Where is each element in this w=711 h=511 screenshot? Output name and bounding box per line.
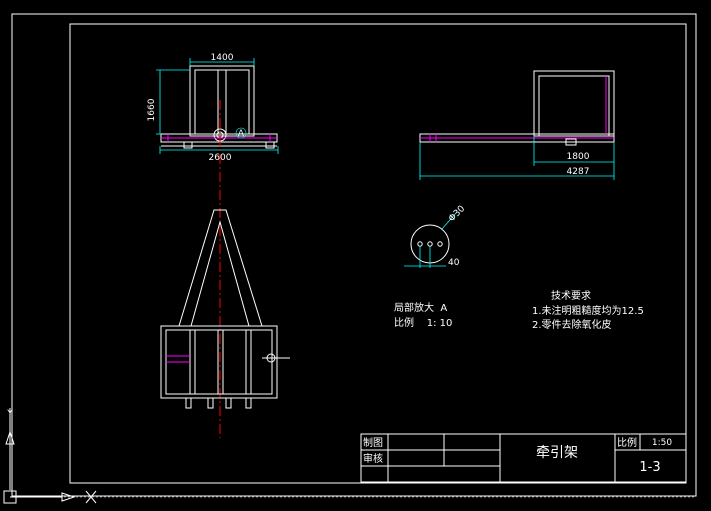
front-view-hidden: [161, 134, 277, 142]
outer-frame: [11, 13, 697, 497]
drawn-by-label: 制图: [363, 436, 383, 449]
part-name: 牵引架: [536, 445, 578, 461]
detail-marker-circle: [235, 127, 247, 139]
detail-marker-A: A: [238, 129, 245, 139]
side-view-dimensions: [419, 136, 615, 180]
tech-note-2: 2.零件去除氧化皮: [532, 318, 612, 331]
tech-notes-heading: 技术要求: [551, 289, 591, 302]
ucs-icon: [3, 408, 97, 504]
title-block: [360, 433, 687, 483]
ucs-y-label: Y: [6, 409, 13, 419]
plan-view: [160, 209, 290, 409]
detail-offset-dim: 40: [448, 258, 460, 268]
detail-title: 局部放大 A: [394, 301, 447, 314]
detail-view-dimensions: [404, 212, 457, 268]
side-view: [419, 70, 615, 146]
side-inner-dim: 1800: [567, 152, 590, 162]
detail-diameter-dim: Φ30: [447, 204, 467, 224]
side-overall-dim: 4287: [567, 167, 590, 177]
scale-label: 比例: [617, 436, 637, 449]
plan-view-hidden: [166, 355, 190, 363]
front-view: [160, 65, 278, 149]
front-height-dim: 1660: [147, 98, 157, 121]
scale-value: 1:50: [652, 438, 672, 448]
drawing-number: 1-3: [639, 460, 660, 475]
side-view-hidden: [420, 76, 614, 142]
front-width-dim: 1400: [211, 53, 234, 63]
ucs-x-label: X: [88, 493, 94, 503]
checked-by-label: 审核: [363, 452, 383, 465]
front-view-dimensions: [156, 58, 279, 154]
inner-frame: [69, 23, 687, 484]
detail-scale: 比例 1: 10: [394, 316, 452, 329]
tech-note-1: 1.未注明粗糙度均为12.5: [532, 304, 644, 317]
